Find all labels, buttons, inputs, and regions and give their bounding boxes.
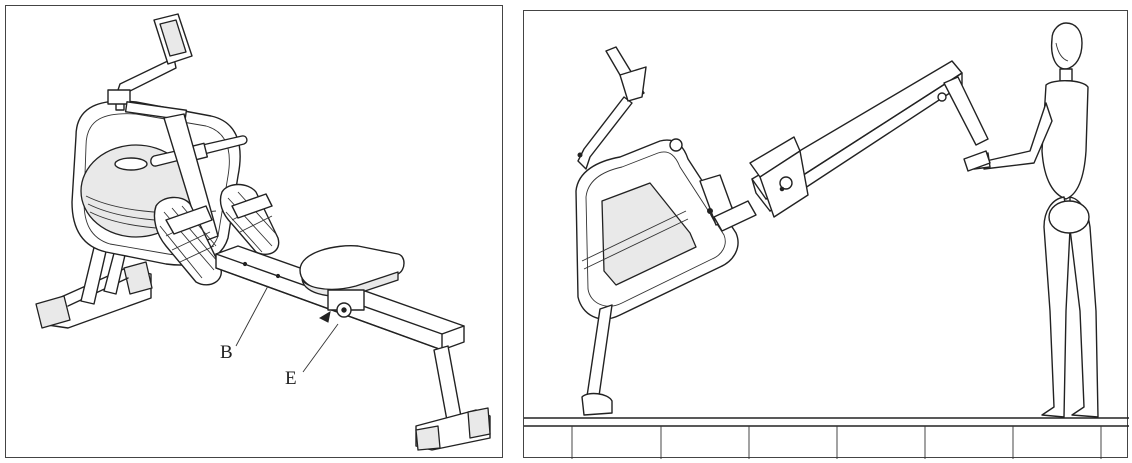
handlebar — [963, 150, 991, 172]
main-rail — [751, 60, 989, 212]
callout-leader-b — [235, 285, 269, 347]
monitor-assembly — [577, 46, 647, 170]
foot-plate-right — [219, 183, 280, 256]
callout-leader-e — [302, 323, 339, 373]
front-legs — [581, 304, 613, 416]
seat — [749, 136, 809, 218]
callout-label-e: E — [285, 368, 297, 389]
foot-plate-left — [153, 196, 222, 286]
callout-label-b: B — [220, 342, 233, 363]
water-tank — [71, 100, 241, 266]
rear-stabilizer — [415, 345, 491, 451]
person-mannequin — [971, 22, 1099, 418]
frame-joint — [699, 174, 757, 232]
floor — [524, 417, 1129, 459]
rower-upright-storage-panel — [523, 10, 1129, 459]
seat — [299, 245, 405, 318]
arrow-icon — [318, 310, 331, 323]
rower-upright-drawing — [524, 22, 1129, 459]
monitor-assembly — [107, 13, 193, 121]
rower-perspective-panel: B E — [5, 5, 503, 458]
water-tank — [575, 138, 739, 320]
rower-perspective-drawing — [35, 13, 491, 451]
